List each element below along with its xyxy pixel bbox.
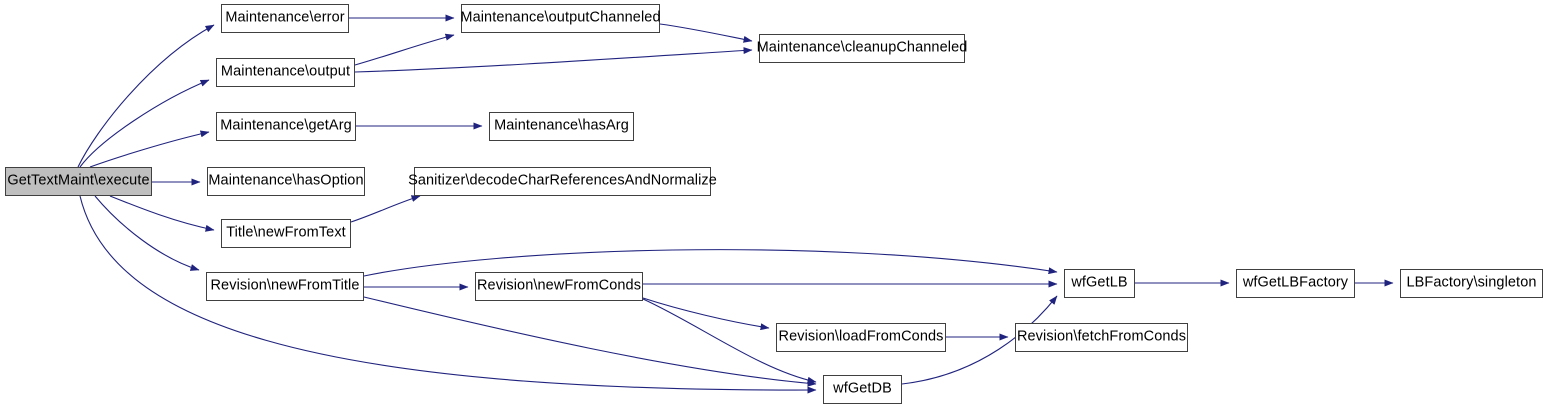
call-edge-execute-to-newFromTitle (94, 195, 200, 271)
graph-node-cleanupChanneled[interactable]: Maintenance\cleanupChanneled (757, 34, 967, 63)
graph-node-wfGetLBFactory[interactable]: wfGetLBFactory (1236, 269, 1355, 298)
graph-node-label-wfGetLBFactory: wfGetLBFactory (1242, 274, 1349, 291)
graph-node-label-newFromText: Title\newFromText (226, 224, 346, 241)
graph-node-label-getArg: Maintenance\getArg (220, 117, 352, 134)
graph-node-outputChanneled[interactable]: Maintenance\outputChanneled (460, 4, 661, 33)
graph-node-label-hasArg: Maintenance\hasArg (494, 117, 629, 134)
call-edge-outputChanneled-to-cleanupChanneled (659, 23, 753, 43)
call-edge-newFromTitle-to-wfGetDB (363, 296, 817, 387)
graph-node-fetchFromConds[interactable]: Revision\fetchFromConds (1015, 323, 1188, 352)
graph-node-label-hasOption: Maintenance\hasOption (208, 172, 364, 189)
graph-node-newFromText[interactable]: Title\newFromText (221, 219, 351, 248)
graph-node-label-error: Maintenance\error (225, 9, 345, 26)
call-edge-execute-to-getArg (89, 130, 210, 168)
call-edge-execute-to-wfGetDB (79, 195, 817, 394)
graph-node-getArg[interactable]: Maintenance\getArg (216, 112, 356, 141)
graph-node-label-fetchFromConds: Revision\fetchFromConds (1016, 328, 1187, 345)
graph-node-label-singleton: LBFactory\singleton (1406, 274, 1537, 291)
graph-node-label-wfGetDB: wfGetDB (833, 380, 892, 397)
call-edge-execute-to-error (77, 24, 215, 168)
graph-node-singleton[interactable]: LBFactory\singleton (1400, 269, 1543, 298)
graph-node-output[interactable]: Maintenance\output (216, 58, 355, 87)
graph-node-wfGetDB[interactable]: wfGetDB (823, 375, 902, 404)
call-edge-execute-to-newFromText (109, 195, 215, 232)
graph-node-label-output: Maintenance\output (220, 63, 351, 80)
graph-node-loadFromConds[interactable]: Revision\loadFromConds (776, 323, 946, 352)
graph-node-label-newFromTitle: Revision\newFromTitle (210, 277, 360, 294)
graph-node-hasArg[interactable]: Maintenance\hasArg (489, 112, 634, 141)
graph-node-hasOption[interactable]: Maintenance\hasOption (207, 167, 365, 196)
graph-node-label-cleanupChanneled: Maintenance\cleanupChanneled (756, 39, 968, 56)
graph-node-wfGetLB[interactable]: wfGetLB (1064, 269, 1135, 298)
call-edge-newFromTitle-to-wfGetLB (363, 249, 1058, 277)
graph-node-label-execute: GetTextMaint\execute (7, 172, 150, 189)
graph-node-label-outputChanneled: Maintenance\outputChanneled (460, 9, 661, 26)
graph-node-error[interactable]: Maintenance\error (221, 4, 349, 33)
graph-node-label-newFromConds: Revision\newFromConds (476, 277, 642, 294)
call-edge-execute-to-output (79, 79, 210, 168)
graph-node-newFromConds[interactable]: Revision\newFromConds (475, 272, 643, 301)
call-edge-newFromText-to-decodeChar (350, 195, 421, 223)
call-edge-newFromConds-to-loadFromConds (642, 297, 770, 331)
call-edge-output-to-cleanupChanneled (354, 47, 753, 73)
graph-node-label-loadFromConds: Revision\loadFromConds (778, 328, 944, 345)
call-edge-output-to-outputChanneled (354, 33, 455, 66)
graph-node-newFromTitle[interactable]: Revision\newFromTitle (206, 272, 364, 301)
graph-node-decodeChar[interactable]: Sanitizer\decodeCharReferencesAndNormali… (408, 167, 717, 196)
graph-node-execute[interactable]: GetTextMaint\execute (5, 167, 152, 196)
graph-node-label-wfGetLB: wfGetLB (1071, 274, 1128, 291)
graph-node-label-decodeChar: Sanitizer\decodeCharReferencesAndNormali… (408, 172, 717, 189)
